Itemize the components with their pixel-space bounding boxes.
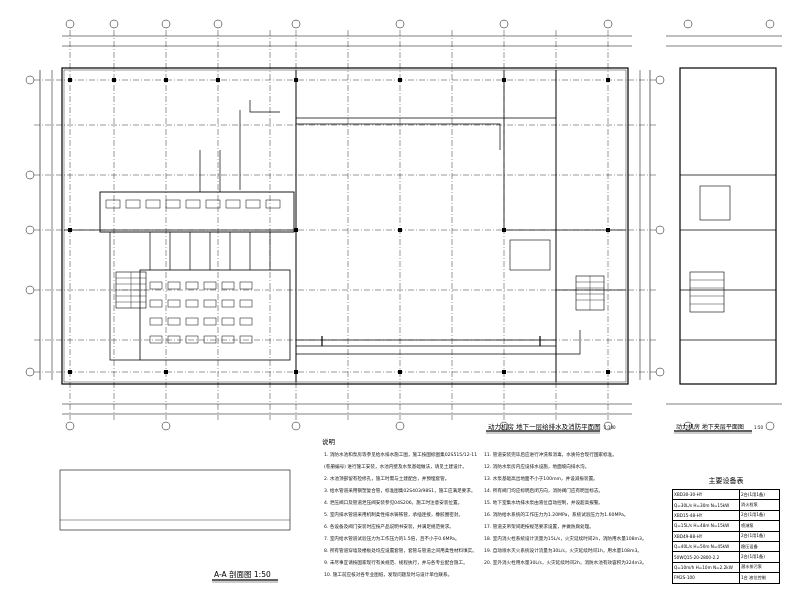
note-line: 12. 消防水泵房内应设排水设施，地面坡向排水沟。: [484, 465, 590, 470]
notes-title: 说明: [322, 437, 336, 446]
table-cell: 稳压设备: [739, 540, 780, 553]
table-cell: XBD15-48-HY: [672, 509, 740, 522]
table-cell: 2台(1用1备): [739, 509, 780, 522]
note-line: 19. 自动喷水灭火系统设计流量为30L/s，火灾延续时间1h，用水量108m3…: [484, 549, 642, 554]
mezzanine-plan: [666, 19, 782, 434]
table-cell: 1台 液位控制: [739, 572, 780, 584]
table-cell: 2台(1用1备): [739, 530, 780, 542]
table-cell: 50WQ15-20-2800-2.2: [672, 551, 740, 563]
main-floor-plan: [25, 19, 665, 434]
note-line: 18. 室内消火栓系统设计流量为15L/s，火灾延续时间2h，消防用水量108m…: [484, 537, 647, 542]
note-line: 20. 室外消火栓用水量30L/s，火灾延续时间2h，消防水池有效容积为324m…: [484, 561, 647, 566]
note-line: 17. 管道支吊架间距按规范要求设置，并做防腐处理。: [484, 525, 594, 530]
note-line: 16. 消防给水系统的工作压力为1.20MPa，系统试验压力为1.60MPa。: [484, 513, 629, 518]
table-cell: 2台(1用1备): [739, 551, 780, 563]
note-line: 11. 管道安装完毕后应进行冲洗和消毒，水质符合现行国家标准。: [484, 453, 617, 458]
main-plan-title: 动力机房 地下一层给排水及消防平面图: [488, 422, 601, 431]
note-line: 9. 未尽事宜请按国家现行有关规范、规程执行，并与各专业配合施工。: [324, 561, 468, 566]
note-line: 2. 水池顶部留有检修孔，施工时需与土建配合，并预埋套管。: [324, 477, 450, 482]
section-title: A-A 剖面图 1:50: [214, 569, 271, 579]
table-cell: Q=15L/s H=48m N=15kW: [672, 520, 740, 532]
table-cell: XBD49-88-HY: [672, 530, 740, 542]
table-cell: 消火栓泵: [739, 499, 780, 511]
note-line: 15. 地下室集水坑排水泵由液位自动控制，并设超高报警。: [484, 501, 604, 506]
note-line: 4. 泄压阀口及管道泄压阀安装参见04S206，施工时注意安装位置。: [324, 501, 463, 506]
table-cell: Q=30L/s H=30m N=15kW: [672, 499, 740, 511]
table-cell: 喷淋泵: [739, 520, 780, 532]
table-cell: FM2S-100: [672, 572, 740, 584]
note-line: 5. 室内排水管道采用机制柔性排水铸铁管，承插连接，橡胶圈密封。: [324, 513, 464, 518]
section-a-a: [59, 469, 291, 583]
table-cell: 潜水排污泵: [739, 561, 780, 574]
note-line: 6. 各设备及阀门安装时应按产品说明书安装，并满足规范要求。: [324, 525, 454, 530]
note-line: 13. 水泵基础高出地面不小于100mm，并设减振装置。: [484, 477, 598, 482]
side-plan-scale: 1:50: [754, 425, 763, 430]
design-notes: 1. 消防水池和泵房等参见给水排水施工图，施工按国标图集02S515/12-11…: [318, 447, 800, 597]
equipment-table-title: 主要设备表: [708, 477, 744, 485]
note-line: 8. 所有管道穿墙及楼板处均应设置套管，套管与管道之间用柔性材料填实。: [324, 549, 477, 554]
note-line: 10. 施工前应核对各专业图纸，发现问题及时与设计单位联系。: [324, 573, 453, 578]
note-line: 3. 给水管道采用钢塑复合管，标准图集02S403/98S1，施工应满足要求。: [324, 489, 476, 494]
table-cell: XBD30-30-HY: [672, 488, 740, 501]
table-cell: Q=10m/h H=10m N=2.2kW: [672, 561, 740, 574]
note-line: 1. 消防水池和泵房等参见给水排水施工图，施工按国标图集02S515/12-11: [324, 453, 478, 458]
table-cell: Q=40L/s H=50m N=45kW: [672, 540, 740, 553]
table-cell: 2台(1用1备): [739, 488, 780, 501]
side-plan-title: 动力机房 地下夹层平面图: [676, 423, 744, 431]
note-line: (卷册编号) 进行施工安装，水池内壁及水泵基础做法，请见土建设计。: [324, 465, 467, 470]
note-line: 14. 所有阀门均应标明启闭方向，消防阀门应有明显标志。: [484, 489, 604, 494]
main-plan-scale: 1:100: [604, 425, 616, 430]
note-line: 7. 室内给水管道试验压力为工作压力的1.5倍，且不小于0.6MPa。: [324, 537, 460, 542]
